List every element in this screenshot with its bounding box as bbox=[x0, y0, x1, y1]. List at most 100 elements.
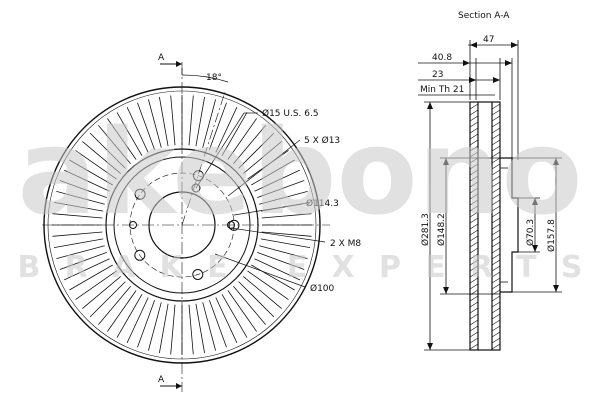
hatch-line bbox=[491, 253, 501, 260]
hatch-line bbox=[469, 223, 479, 230]
vane-line bbox=[261, 231, 312, 237]
hatch-line bbox=[469, 277, 479, 284]
hatch-line bbox=[469, 151, 479, 158]
hatch-line bbox=[491, 277, 501, 284]
hatch-line bbox=[491, 325, 501, 332]
hatch-line bbox=[491, 301, 501, 308]
hatch-line bbox=[469, 313, 479, 320]
section-arrowhead-bottom bbox=[176, 383, 182, 389]
vane-line bbox=[107, 290, 137, 332]
hatch-line bbox=[469, 187, 479, 194]
hatch-line bbox=[491, 235, 501, 242]
bolt-hole bbox=[192, 170, 204, 182]
vane-line bbox=[257, 252, 305, 270]
hatch-line bbox=[469, 169, 479, 176]
min-thickness-label: Min Th 21 bbox=[420, 85, 464, 95]
vane-line bbox=[261, 213, 312, 219]
hatch-line bbox=[469, 271, 479, 278]
hatch-line bbox=[469, 259, 479, 266]
vane-line bbox=[251, 264, 295, 291]
hatch-line bbox=[491, 313, 501, 320]
vane-line bbox=[188, 304, 194, 355]
vane-line bbox=[116, 294, 143, 338]
locating-hole-label: Ø15 U.S. 6.5 bbox=[262, 108, 319, 119]
hatch-line bbox=[469, 139, 479, 146]
vane-line bbox=[107, 118, 137, 160]
hatch-line bbox=[469, 103, 479, 110]
thickness-label: 23 bbox=[432, 70, 443, 80]
vane-line bbox=[221, 112, 248, 156]
dia-inner-face-label: Ø148.2 bbox=[436, 213, 447, 246]
hatch-line bbox=[491, 145, 501, 152]
hatch-line bbox=[469, 145, 479, 152]
hatch-line bbox=[469, 193, 479, 200]
vane-line bbox=[159, 303, 169, 354]
hub-label: Ø100 bbox=[310, 283, 335, 294]
dia-outer-label: Ø281.3 bbox=[420, 213, 431, 246]
hatch-line bbox=[491, 115, 501, 122]
vane-line bbox=[137, 102, 155, 150]
pcd-label: Ø114.3 bbox=[306, 198, 339, 209]
section-title: Section A-A bbox=[458, 11, 510, 21]
vane-line bbox=[227, 290, 257, 332]
vane-line bbox=[52, 213, 103, 219]
dia-hat-label: Ø157.8 bbox=[546, 219, 557, 252]
hatch-line bbox=[469, 157, 479, 164]
angle-label: 18° bbox=[206, 73, 222, 83]
vane-line bbox=[202, 302, 216, 351]
vane-line bbox=[254, 169, 300, 192]
hatch-line bbox=[469, 235, 479, 242]
vane-line bbox=[251, 159, 295, 186]
hatch-line bbox=[491, 169, 501, 176]
vane-line bbox=[53, 238, 104, 248]
hatch-line bbox=[491, 337, 501, 344]
vane-line bbox=[64, 258, 110, 281]
hatch-line bbox=[491, 295, 501, 302]
hatch-line bbox=[491, 211, 501, 218]
hatch-line bbox=[491, 199, 501, 206]
hatch-line bbox=[469, 283, 479, 290]
vane-line bbox=[69, 264, 113, 291]
vane-line bbox=[98, 125, 131, 164]
leader-threads bbox=[230, 227, 326, 243]
hatch-line bbox=[491, 265, 501, 272]
hatch-line bbox=[491, 259, 501, 266]
width-total-label: 47 bbox=[483, 35, 494, 45]
hatch-line bbox=[491, 193, 501, 200]
hatch-line bbox=[469, 205, 479, 212]
hatch-line bbox=[469, 127, 479, 134]
hatch-line bbox=[469, 163, 479, 170]
vane-line bbox=[254, 258, 300, 281]
vane-line bbox=[221, 294, 248, 338]
vane-line bbox=[215, 297, 238, 343]
vane-line bbox=[170, 304, 176, 355]
vane-line bbox=[59, 252, 107, 270]
vane-line bbox=[159, 96, 169, 147]
hatch-line bbox=[491, 217, 501, 224]
vane-line bbox=[75, 270, 117, 300]
vane-line bbox=[59, 180, 107, 198]
leader-locating-hole bbox=[195, 112, 245, 189]
hatch-line bbox=[491, 139, 501, 146]
hatch-line bbox=[491, 187, 501, 194]
section-view bbox=[418, 40, 562, 351]
hatch-line bbox=[491, 319, 501, 326]
vane-line bbox=[243, 141, 282, 174]
angle-arc bbox=[181, 74, 229, 83]
friction-plate-inner bbox=[491, 101, 501, 351]
hatch-line bbox=[469, 247, 479, 254]
hatch-line bbox=[469, 265, 479, 272]
vane-line bbox=[233, 286, 266, 325]
vane-line bbox=[148, 302, 162, 351]
bolt-hole bbox=[134, 188, 146, 200]
vane-line bbox=[243, 276, 282, 309]
hatch-line bbox=[491, 241, 501, 248]
hatch-line bbox=[491, 229, 501, 236]
hatch-line bbox=[469, 331, 479, 338]
vane-line bbox=[195, 303, 205, 354]
hatch-line bbox=[469, 115, 479, 122]
hatch-line bbox=[469, 295, 479, 302]
vane-line bbox=[259, 191, 308, 205]
front-view bbox=[42, 61, 330, 392]
hat-profile bbox=[500, 157, 519, 293]
